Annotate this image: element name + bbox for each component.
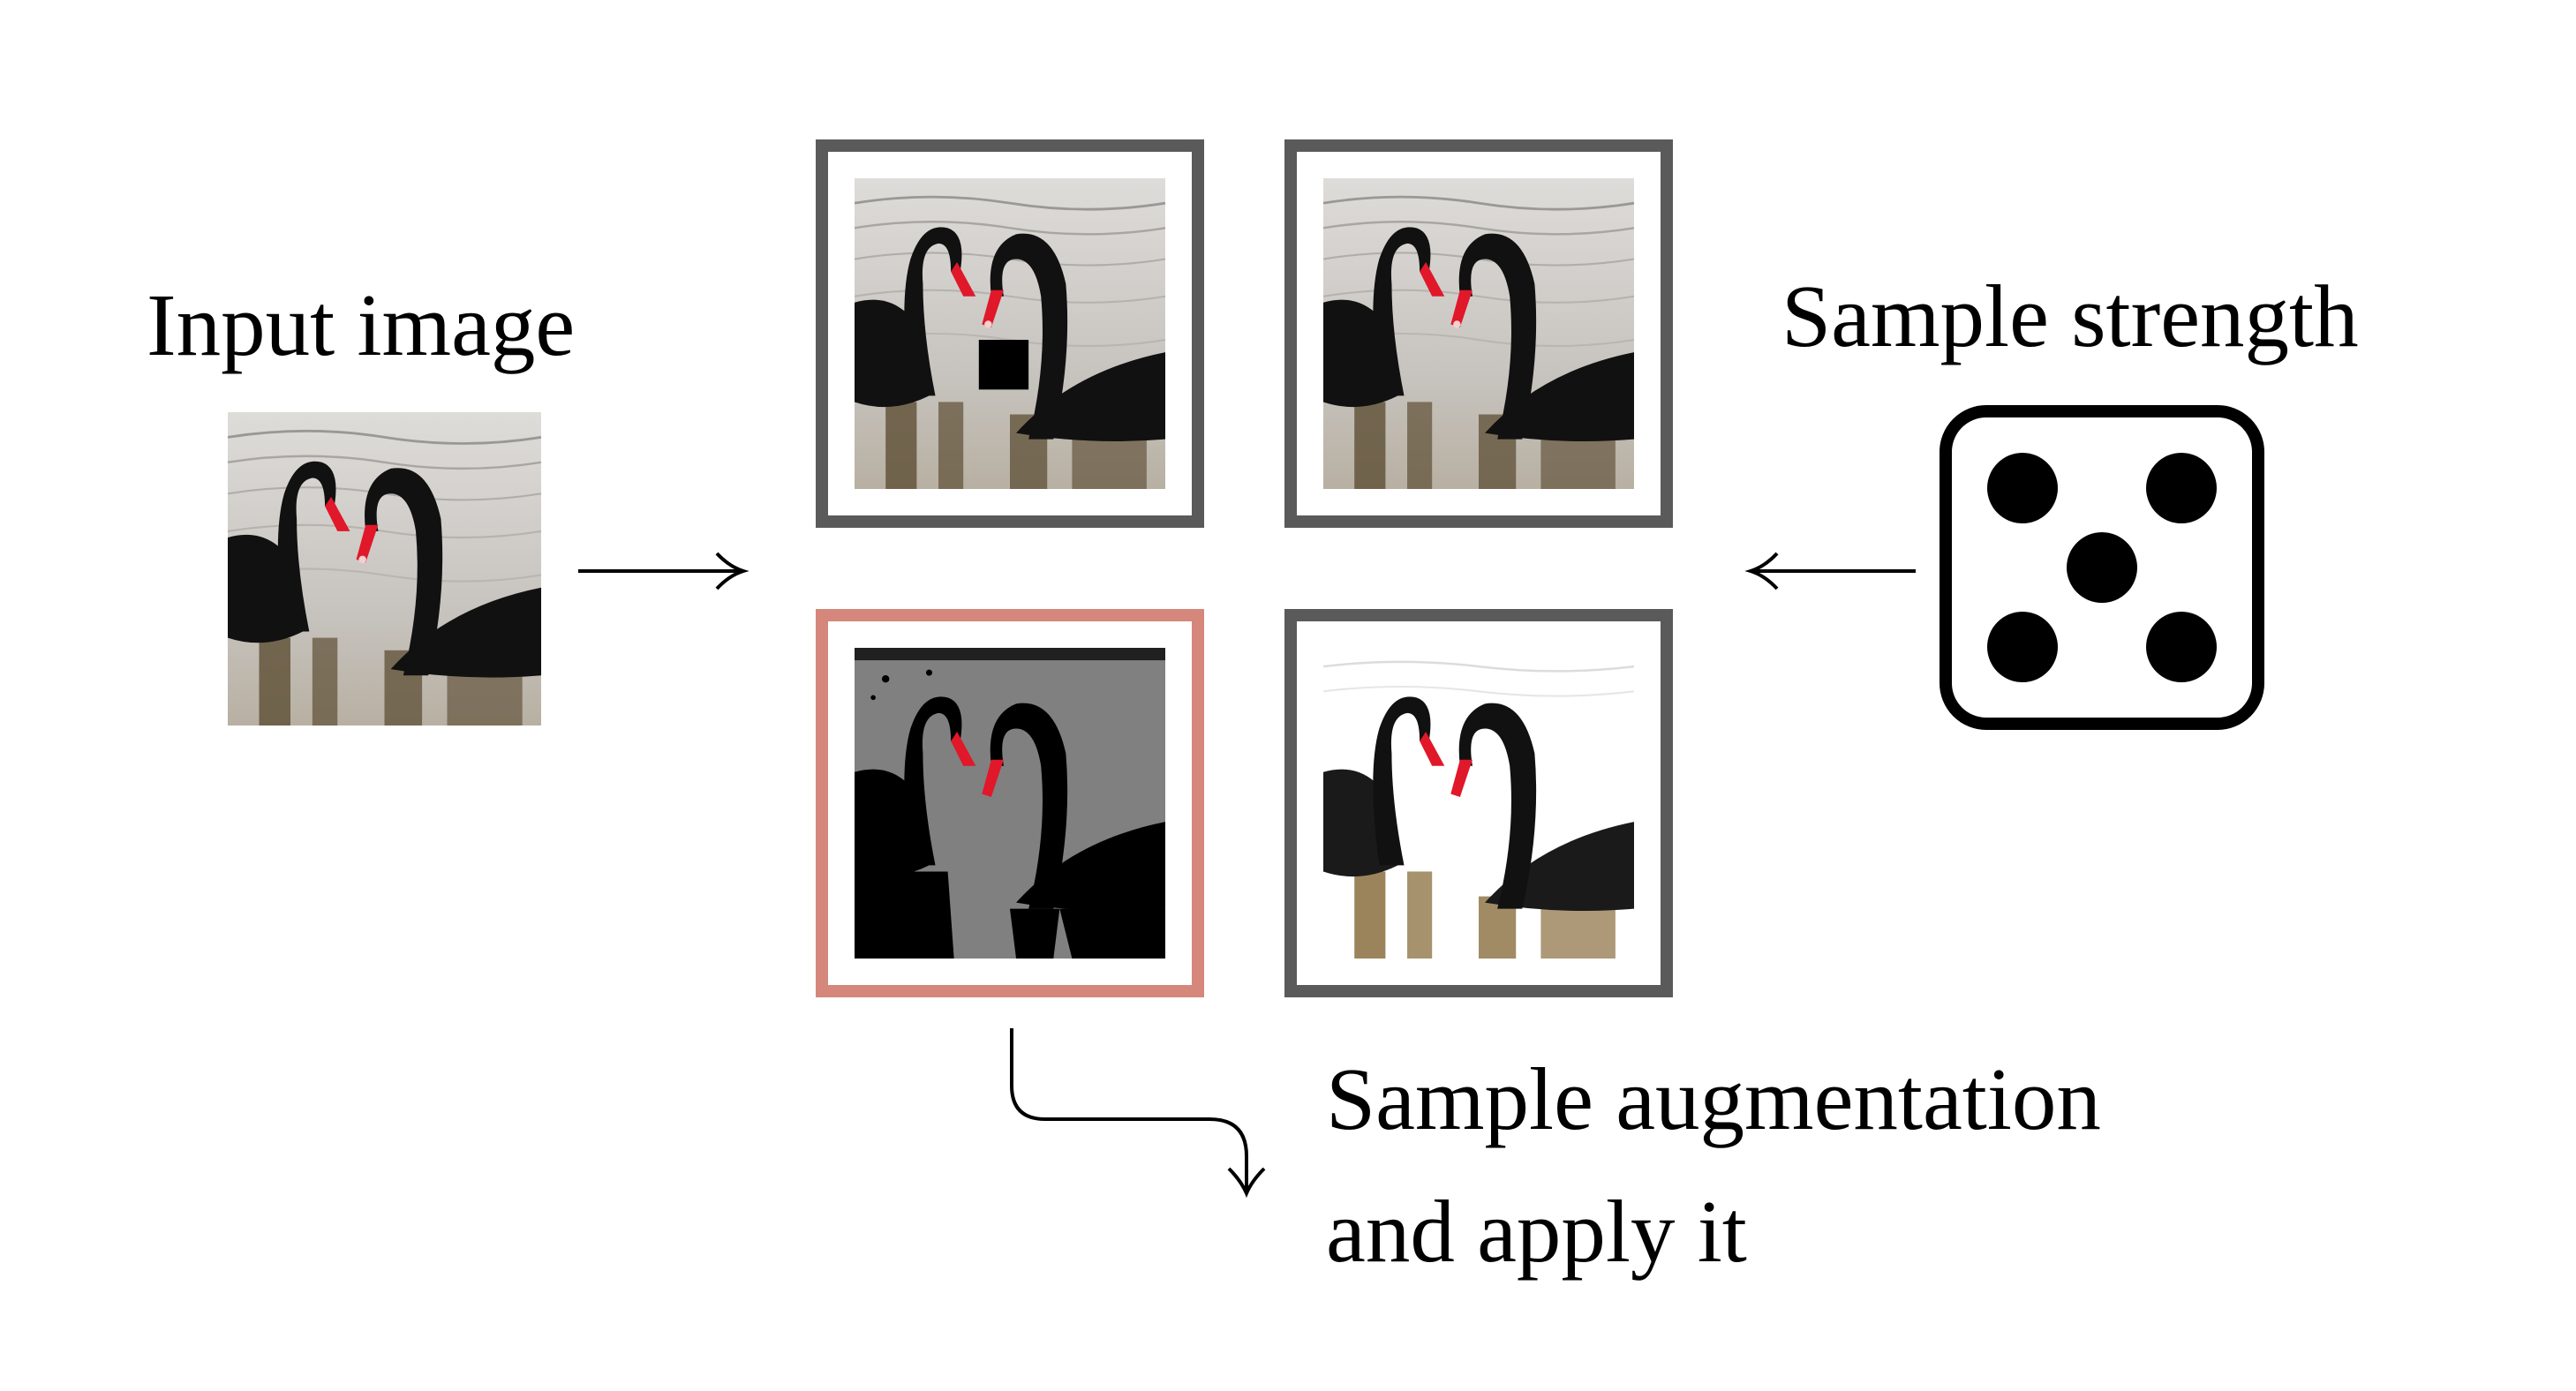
- sample-strength-label: Sample strength: [1781, 267, 2359, 365]
- die-icon: [1939, 404, 2265, 731]
- die-pip: [2146, 453, 2217, 523]
- augmentation-cutout: [816, 139, 1204, 528]
- sample-augmentation-label: Sample augmentation and apply it: [1326, 1033, 2101, 1297]
- augmented-image-cutout: [855, 178, 1165, 489]
- augmentation-posterize-selected: [816, 609, 1204, 997]
- augmented-image-brightness: [1323, 648, 1634, 959]
- input-image-label: Input image: [147, 275, 576, 374]
- curved-down-arrow-icon: [1010, 1028, 1266, 1199]
- die-pip: [1987, 453, 2058, 523]
- die-pip: [1987, 612, 2058, 682]
- die-pip: [2067, 532, 2137, 603]
- augmentation-identity: [1284, 139, 1673, 528]
- sample-augmentation-line1: Sample augmentation: [1326, 1049, 2101, 1148]
- augmentation-brightness: [1284, 609, 1673, 997]
- sample-augmentation-line2: and apply it: [1326, 1182, 1747, 1281]
- right-arrow-icon: [578, 552, 749, 590]
- augmented-image-posterize: [855, 648, 1165, 959]
- left-arrow-icon: [1744, 552, 1916, 590]
- die-pip: [2146, 612, 2217, 682]
